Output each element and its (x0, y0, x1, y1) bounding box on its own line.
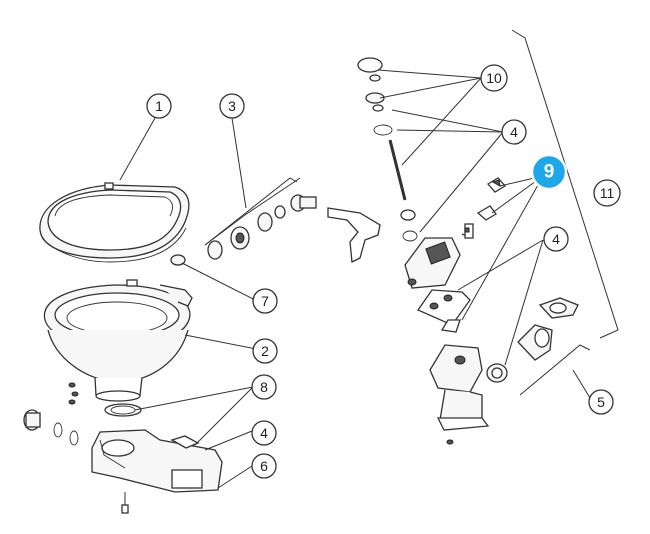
bracket-5 (519, 344, 591, 396)
callout-9-highlighted[interactable]: 9 (530, 153, 568, 191)
svg-text:3: 3 (228, 98, 236, 114)
seat-and-lid (39, 182, 190, 263)
svg-text:10: 10 (486, 70, 502, 86)
svg-text:4: 4 (552, 231, 560, 247)
callout-4-lower: 4 (251, 420, 277, 446)
svg-text:6: 6 (260, 458, 268, 474)
callout-7: 7 (252, 288, 278, 314)
outlet-fittings-left (23, 409, 79, 446)
callout-6: 6 (251, 453, 277, 479)
callout-1: 1 (146, 93, 172, 119)
pump-handle-parts (357, 57, 418, 242)
bowl-small-hardware (68, 382, 79, 405)
callout-10: 10 (480, 64, 508, 92)
callout-11: 11 (593, 179, 621, 207)
callout-8: 8 (251, 374, 277, 400)
svg-text:5: 5 (597, 394, 605, 410)
hinge-bolt (170, 254, 186, 266)
svg-text:2: 2 (261, 343, 269, 359)
svg-text:4: 4 (260, 425, 268, 441)
bracket-3 (204, 177, 298, 246)
callout-2: 2 (252, 338, 278, 364)
svg-text:11: 11 (600, 185, 615, 201)
callout-3: 3 (219, 93, 245, 119)
callout-5: 5 (588, 389, 614, 415)
callout-4-upper: 4 (501, 119, 527, 145)
leader-lines (119, 69, 591, 489)
bracket-11 (511, 29, 619, 339)
pump-lower-housing (429, 344, 490, 445)
pump-body (404, 223, 474, 333)
hose-connector-set (204, 177, 381, 264)
svg-text:7: 7 (261, 293, 269, 309)
svg-text:4: 4 (510, 124, 518, 140)
svg-text:9: 9 (544, 162, 555, 183)
svg-text:1: 1 (155, 98, 163, 114)
pump-base (91, 403, 223, 514)
callout-4-middle: 4 (543, 226, 569, 252)
bowl (43, 279, 193, 402)
valve-clips (476, 177, 507, 221)
outlet-flange (486, 297, 579, 383)
svg-text:8: 8 (260, 379, 268, 395)
